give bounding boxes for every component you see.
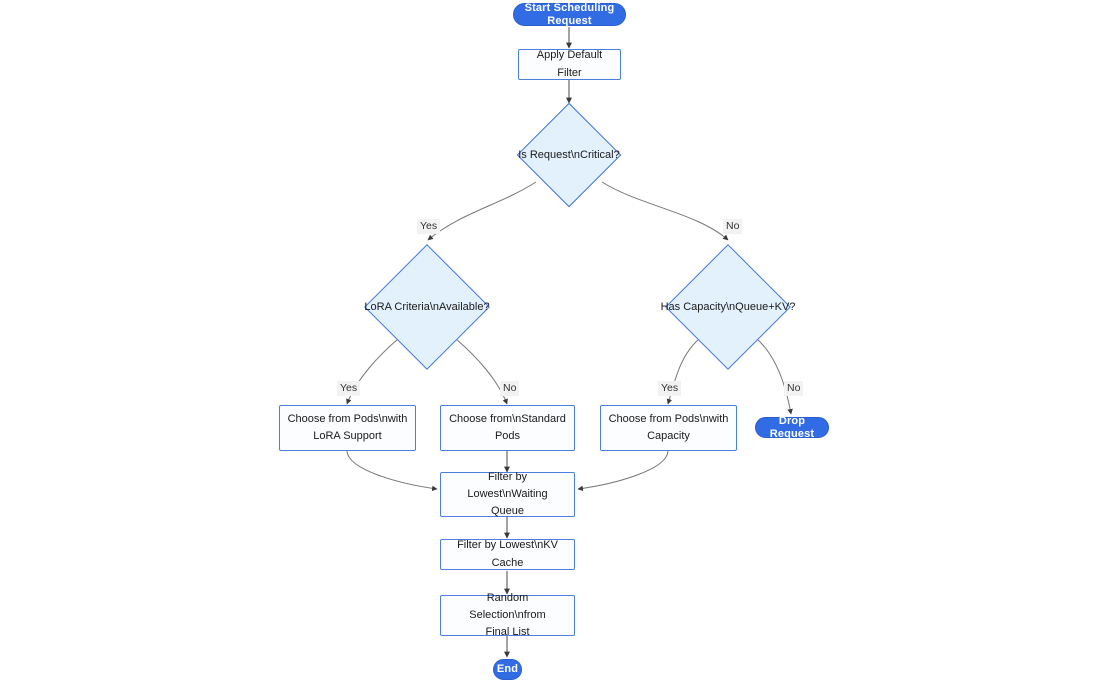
edge-critical-to-capacity — [601, 181, 729, 241]
node-choose-pods-with-capacity-line2: Capacity — [647, 430, 690, 442]
node-drop-request[interactable]: Drop Request — [755, 414, 829, 440]
node-has-capacity-queue-kv-label: Has Capacity\nQueue+KV? — [660, 300, 796, 313]
node-choose-pods-with-capacity[interactable]: Choose from Pods\nwith Capacity — [600, 405, 737, 451]
node-end-label: End — [496, 663, 519, 676]
edge-label-capacity-yes: Yes — [658, 381, 682, 396]
node-has-capacity-queue-kv[interactable]: Has Capacity\nQueue+KV? — [661, 244, 795, 370]
edge-capacity-to-podscap — [666, 338, 700, 405]
node-lora-criteria-available[interactable]: LoRA Criteria\nAvailable? — [364, 244, 490, 370]
node-lora-criteria-available-label: LoRA Criteria\nAvailable? — [364, 300, 490, 313]
edge-label-lora-yes-text: Yes — [340, 382, 358, 394]
node-apply-default-filter-label: Apply Default Filter — [536, 49, 603, 79]
node-apply-default-filter[interactable]: Apply Default Filter — [518, 49, 621, 80]
node-drop-request-label: Drop Request — [769, 414, 815, 440]
node-choose-standard-pods[interactable]: Choose from\nStandard Pods — [440, 405, 575, 451]
node-choose-pods-with-lora-support[interactable]: Choose from Pods\nwith LoRA Support — [279, 405, 416, 451]
node-end[interactable]: End — [493, 659, 522, 680]
node-is-request-critical[interactable]: Is Request\nCritical? — [516, 102, 622, 208]
node-random-selection-final-list[interactable]: Random Selection\nfrom Final List — [440, 592, 575, 638]
edge-podslora-to-filterqueue — [346, 450, 438, 492]
node-start-scheduling-request[interactable]: Start Scheduling Request — [513, 1, 626, 27]
node-start-label: Start Scheduling Request — [524, 1, 615, 27]
node-filter-lowest-kv-cache-label: Filter by Lowest\nKV Cache — [457, 539, 558, 569]
edge-label-capacity-no-text: No — [787, 382, 801, 394]
edge-label-critical-yes-text: Yes — [420, 220, 438, 232]
edge-label-capacity-yes-text: Yes — [661, 382, 679, 394]
edge-label-lora-no-text: No — [503, 382, 517, 394]
edge-label-capacity-no: No — [784, 381, 804, 396]
node-is-request-critical-label: Is Request\nCritical? — [518, 148, 620, 161]
node-filter-lowest-kv-cache[interactable]: Filter by Lowest\nKV Cache — [440, 539, 575, 570]
edge-label-lora-no: No — [500, 381, 520, 396]
edge-podscap-to-filterqueue — [577, 450, 669, 492]
node-choose-pods-with-lora-support-line1: Choose from Pods\nwith — [287, 412, 408, 425]
node-random-selection-final-list-line2: Final List — [485, 626, 530, 639]
edge-label-critical-no-text: No — [726, 220, 740, 232]
node-random-selection-final-list-line1: Random Selection\nfrom — [469, 591, 546, 621]
edge-label-lora-yes: Yes — [337, 381, 361, 396]
node-choose-pods-with-capacity-line1: Choose from Pods\nwith — [608, 412, 729, 425]
node-choose-standard-pods-line1: Choose from\nStandard — [449, 412, 566, 425]
edge-lora-to-podslora — [346, 338, 399, 405]
node-choose-standard-pods-line2: Pods — [494, 430, 521, 442]
edge-label-critical-yes: Yes — [417, 219, 441, 234]
edge-lora-to-podsstd — [455, 338, 508, 405]
node-filter-lowest-waiting-queue-line1: Filter by Lowest\nWaiting — [467, 470, 548, 500]
edge-capacity-to-drop — [756, 338, 793, 415]
node-filter-lowest-waiting-queue-line2: Queue — [490, 505, 525, 518]
node-choose-pods-with-lora-support-line2: LoRA Support — [313, 430, 382, 442]
edge-label-critical-no: No — [723, 219, 743, 234]
node-filter-lowest-waiting-queue[interactable]: Filter by Lowest\nWaiting Queue — [440, 470, 575, 518]
